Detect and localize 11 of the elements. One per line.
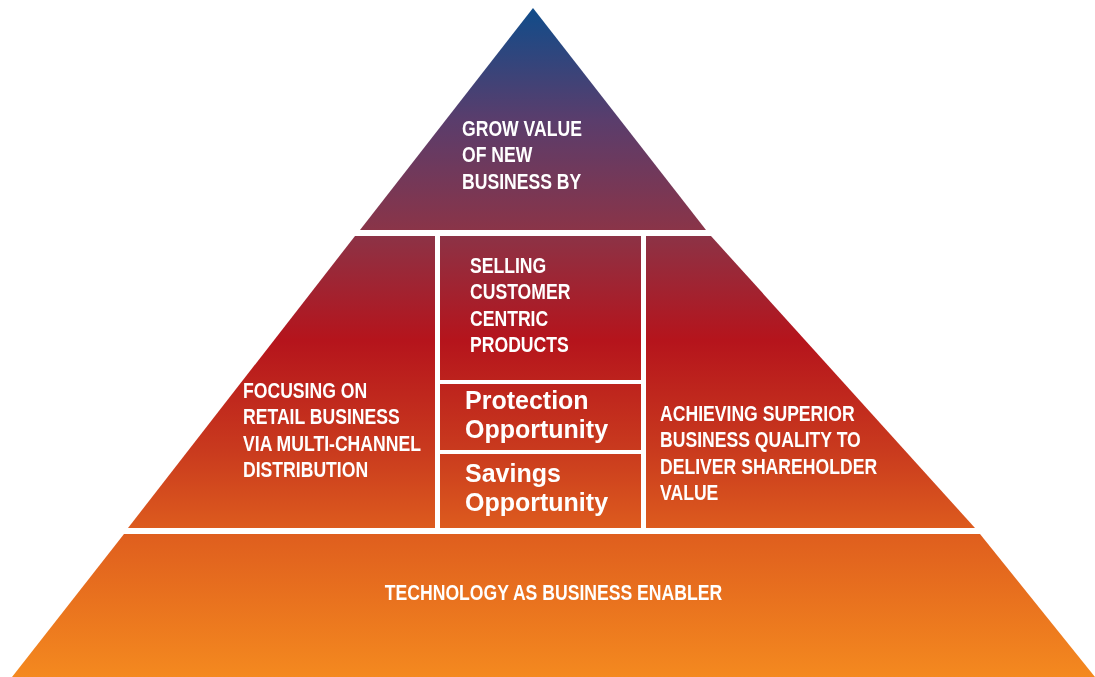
pyramid-section — [440, 236, 641, 380]
section-label: FOCUSING ON RETAIL BUSINESS VIA MULTI-CHANNEL DISTRIBUTION — [243, 378, 422, 484]
section-label: Protection Opportunity — [465, 386, 610, 444]
section-label: GROW VALUE OF NEW BUSINESS BY — [462, 116, 583, 196]
section-label: Savings Opportunity — [465, 459, 610, 517]
section-label: ACHIEVING SUPERIOR BUSINESS QUALITY TO DELIVER SHAREHOLDER VALUE — [660, 401, 879, 507]
section-label: TECHNOLOGY AS BUSINESS ENABLER — [383, 580, 724, 607]
pyramid-section — [440, 454, 641, 528]
pyramid-base — [12, 534, 1095, 677]
pyramid-section — [440, 384, 641, 450]
section-label: SELLING CUSTOMER CENTRIC PRODUCTS — [470, 253, 572, 359]
